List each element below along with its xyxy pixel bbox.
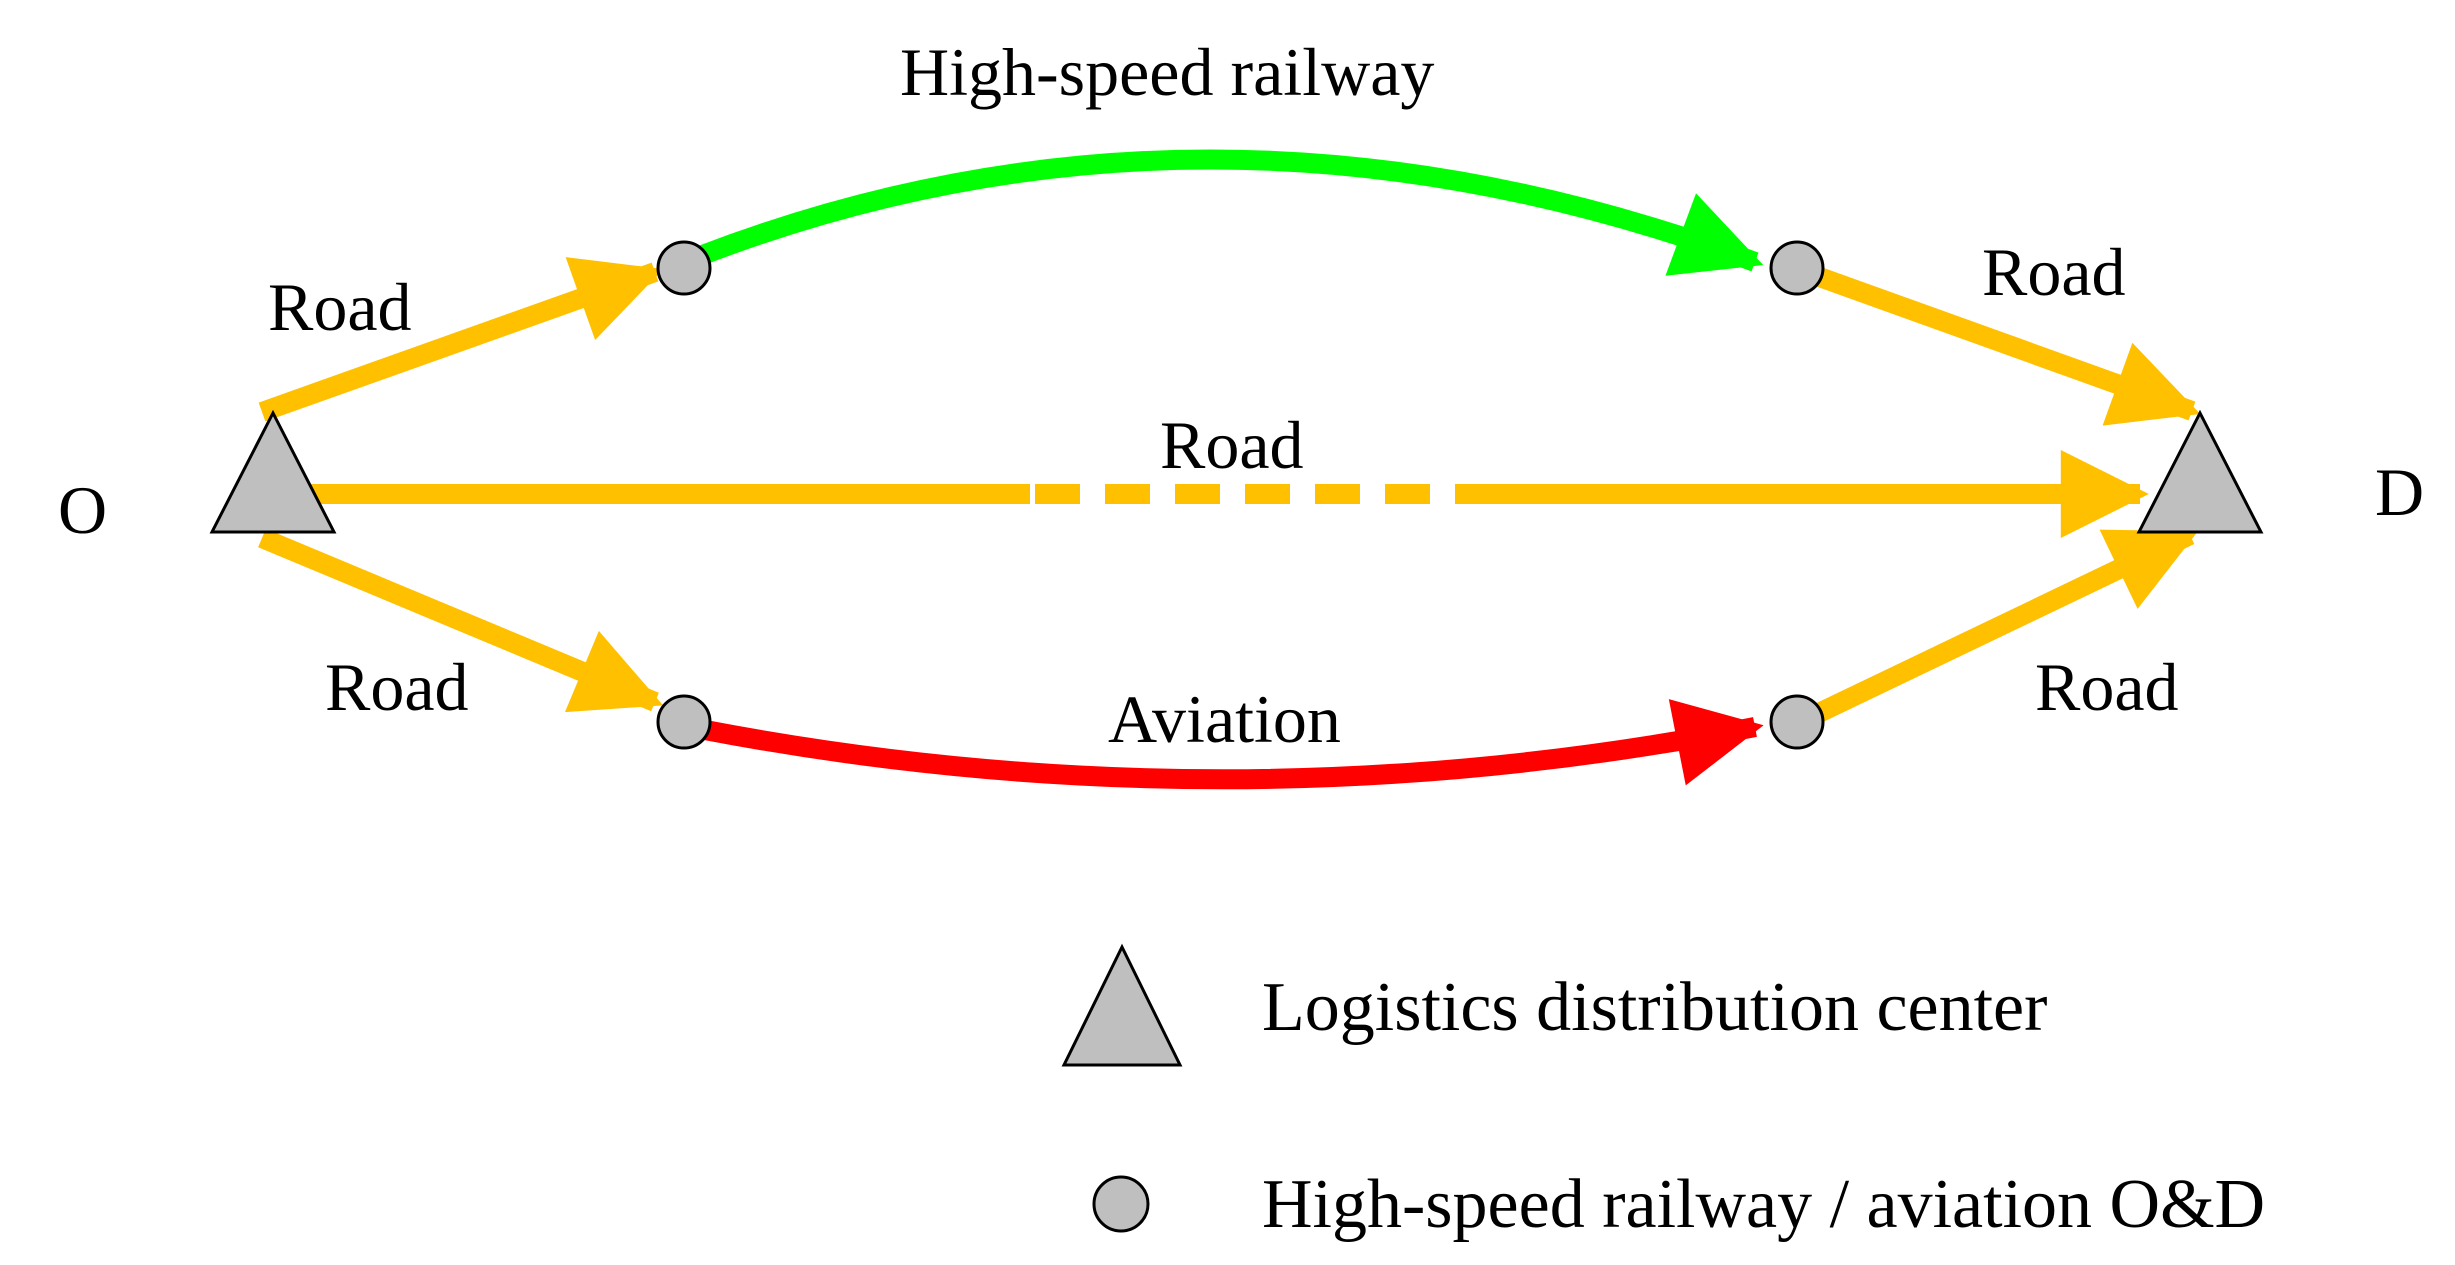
- railway-edge: [696, 149, 1764, 276]
- legend-circle-icon: [1092, 1175, 1150, 1233]
- road-label-lower-left: Road: [325, 649, 469, 725]
- road-label-direct: Road: [1160, 407, 1304, 483]
- aviation-origin-circle-icon: [656, 694, 712, 750]
- road-label-upper-right: Road: [1982, 234, 2126, 310]
- origin-triangle-icon: [209, 409, 337, 534]
- railway-label: High-speed railway: [900, 34, 1434, 110]
- road-label-upper-left: Road: [268, 269, 412, 345]
- legend: Logistics distribution center High-speed…: [1061, 943, 2265, 1243]
- railway-destination-circle-icon: [1769, 240, 1825, 296]
- destination-label: D: [2375, 454, 2424, 530]
- road-edge-lower-left: [258, 528, 664, 713]
- destination-triangle-icon: [2136, 409, 2264, 534]
- road-edge-upper-right: [1796, 260, 2201, 426]
- road-edge-upper-left: [258, 257, 664, 422]
- road-edge-lower-right: [1795, 525, 2198, 732]
- origin-label: O: [58, 472, 107, 548]
- aviation-edge: [703, 699, 1764, 790]
- legend-triangle-icon: [1061, 943, 1183, 1067]
- legend-circle-label: High-speed railway / aviation O&D: [1262, 1166, 2265, 1243]
- aviation-label: Aviation: [1108, 681, 1341, 757]
- railway-origin-circle-icon: [656, 240, 712, 296]
- legend-triangle-label: Logistics distribution center: [1262, 969, 2047, 1046]
- road-label-lower-right: Road: [2035, 649, 2179, 725]
- aviation-destination-circle-icon: [1769, 694, 1825, 750]
